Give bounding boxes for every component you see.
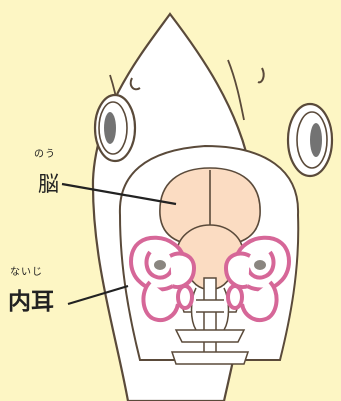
- inner-ear-ruby: ないじ: [10, 268, 43, 278]
- brain-ruby: のう: [34, 150, 56, 160]
- brain-label: 脳: [38, 174, 59, 195]
- inner-ear-label: 内耳: [8, 291, 54, 314]
- eye-right: [288, 104, 332, 176]
- otolith-left: [154, 260, 166, 270]
- nostril-right: [258, 68, 264, 82]
- eye-left: [95, 95, 135, 161]
- otolith-right: [254, 260, 266, 270]
